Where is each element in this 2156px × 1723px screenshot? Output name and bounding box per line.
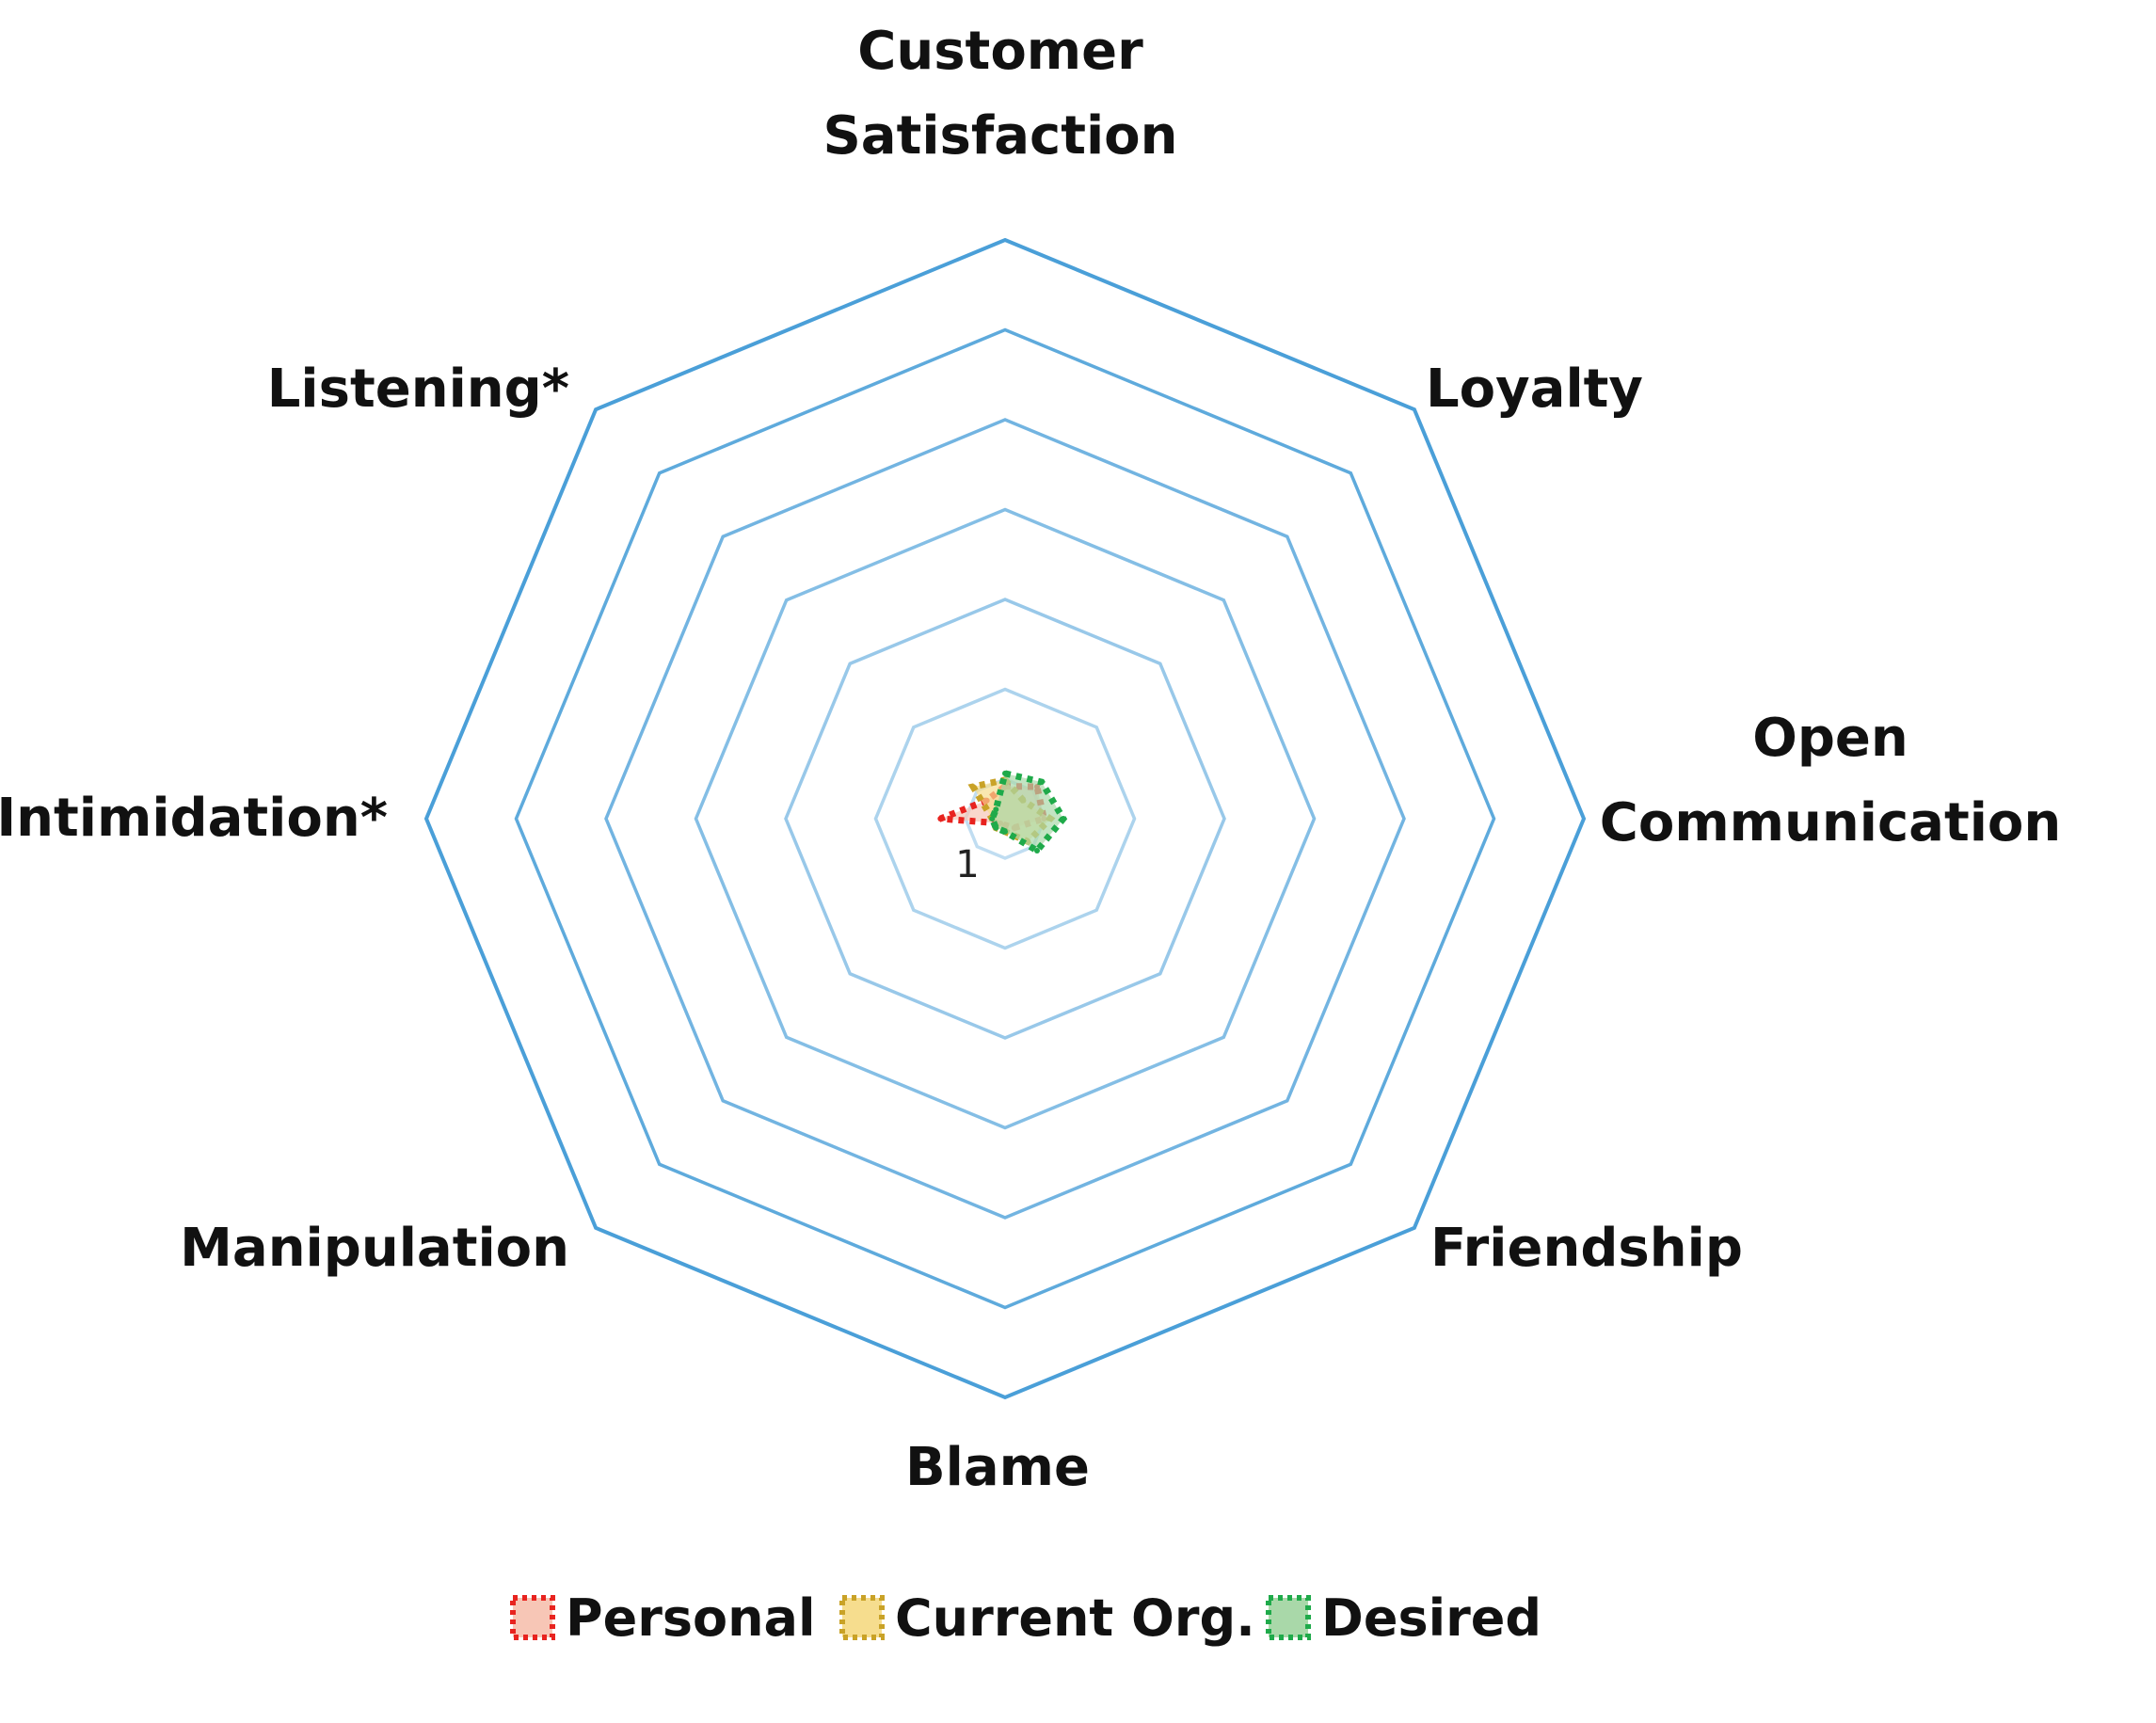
series-point bbox=[937, 816, 944, 822]
legend-swatch bbox=[1266, 1595, 1311, 1640]
series-point bbox=[1002, 828, 1008, 835]
series-point bbox=[993, 806, 999, 813]
axis-label-loyalty: Loyalty bbox=[1426, 359, 1643, 420]
legend-label: Current Org. bbox=[895, 1588, 1255, 1648]
legend-item: Personal bbox=[510, 1588, 815, 1648]
axis-label-customer-satisfaction: Customer bbox=[857, 21, 1143, 82]
series-point bbox=[1038, 779, 1045, 786]
grid-ring-2 bbox=[873, 687, 1137, 950]
series-point bbox=[993, 824, 999, 831]
legend-item: Desired bbox=[1266, 1588, 1541, 1648]
radar-grid bbox=[423, 237, 1587, 1400]
axis-label-open-communication: Communication bbox=[1600, 792, 2062, 854]
axis-label-open-communication: Open bbox=[1752, 708, 1908, 769]
grid-ring-7 bbox=[423, 237, 1587, 1400]
grid-ring-5 bbox=[604, 418, 1406, 1220]
radar-series bbox=[937, 769, 1068, 855]
axis-label-customer-satisfaction: Satisfaction bbox=[822, 105, 1177, 167]
grid-ring-3 bbox=[784, 598, 1226, 1040]
axis-label-listening-: Listening* bbox=[267, 359, 569, 420]
series-desired bbox=[988, 769, 1068, 855]
grid-ring-6 bbox=[514, 327, 1496, 1310]
radar-axis-labels: CustomerSatisfactionLoyaltyOpenCommunica… bbox=[0, 21, 2061, 1498]
legend-swatch bbox=[510, 1595, 555, 1640]
series-point bbox=[989, 816, 996, 822]
axis-label-friendship: Friendship bbox=[1430, 1218, 1743, 1279]
series-point bbox=[1034, 848, 1040, 854]
legend-label: Personal bbox=[566, 1588, 815, 1648]
radar-ticks: 1 bbox=[955, 843, 979, 886]
legend-label: Desired bbox=[1321, 1588, 1541, 1648]
axis-label-blame: Blame bbox=[905, 1437, 1090, 1498]
series-point bbox=[1060, 816, 1066, 822]
axis-label-intimidation-: Intimidation* bbox=[0, 788, 388, 849]
legend-item: Current Org. bbox=[839, 1588, 1255, 1648]
axis-label-manipulation: Manipulation bbox=[180, 1218, 569, 1279]
chart-legend: Personal Current Org. Desired bbox=[510, 1588, 1541, 1648]
legend-swatch bbox=[839, 1595, 885, 1640]
series-point bbox=[1002, 770, 1008, 776]
series-area bbox=[988, 769, 1068, 855]
tick-label: 1 bbox=[955, 843, 979, 886]
grid-ring-4 bbox=[694, 507, 1317, 1130]
series-point bbox=[970, 784, 976, 790]
